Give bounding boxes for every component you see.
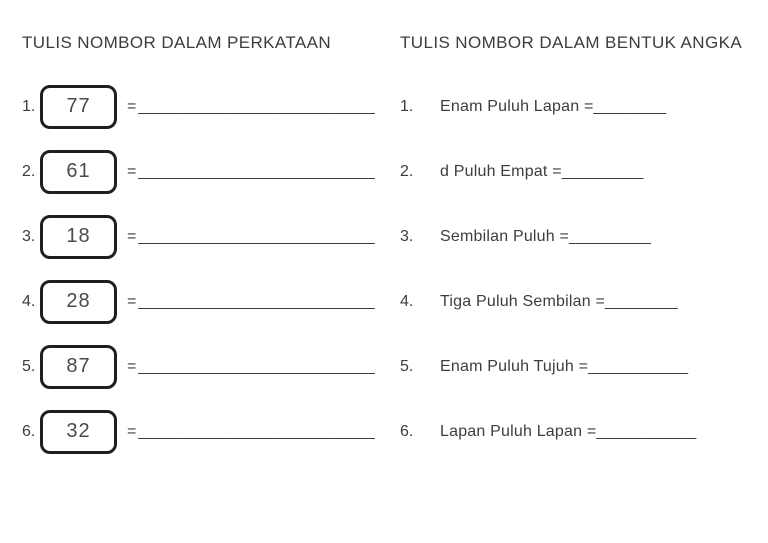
worksheet-row-right-3: 3. Sembilan Puluh = _________ — [400, 204, 750, 269]
equals-sign: = — [127, 292, 137, 310]
worksheet-row-right-1: 1. Enam Puluh Lapan = ________ — [400, 74, 750, 139]
item-number: 1. — [22, 97, 36, 115]
number-box: 87 — [40, 344, 117, 389]
item-number: 6. — [22, 422, 36, 440]
section-write-in-digits: TULIS NOMBOR DALAM BENTUK ANGKA 1. Enam … — [400, 33, 750, 464]
item-number: 5. — [22, 357, 36, 375]
answer-blank: __________________________ — [138, 162, 375, 180]
answer-blank: _________ — [569, 227, 651, 245]
section-header-right: TULIS NOMBOR DALAM BENTUK ANGKA — [400, 33, 743, 52]
equals-sign: = — [127, 227, 137, 245]
worksheet-row-right-6: 6. Lapan Puluh Lapan = ___________ — [400, 399, 750, 464]
number-words-label: Tiga Puluh Sembilan = — [440, 292, 606, 310]
worksheet-row-left-6: 6. 32 = __________________________ — [22, 399, 382, 464]
equals-sign: = — [127, 97, 137, 115]
number-box: 28 — [40, 279, 117, 324]
item-number: 4. — [400, 292, 414, 310]
box-number: 77 — [66, 95, 91, 117]
worksheet-row-left-1: 1. 77 = __________________________ — [22, 74, 382, 139]
worksheet-row-right-4: 4. Tiga Puluh Sembilan = ________ — [400, 269, 750, 334]
item-number: 4. — [22, 292, 36, 310]
number-words-label: Enam Puluh Lapan = — [440, 97, 594, 115]
item-number: 3. — [22, 227, 36, 245]
box-number: 18 — [66, 225, 91, 247]
left-rows: 1. 77 = __________________________ 2. 61… — [22, 74, 382, 464]
equals-sign: = — [127, 162, 137, 180]
item-number: 3. — [400, 227, 414, 245]
item-number: 2. — [400, 162, 414, 180]
answer-blank: __________________________ — [138, 97, 375, 115]
number-words-label: Enam Puluh Tujuh = — [440, 357, 589, 375]
answer-blank: ___________ — [596, 422, 697, 440]
box-number: 32 — [66, 420, 91, 442]
answer-blank: __________________________ — [138, 422, 375, 440]
worksheet-row-left-5: 5. 87 = __________________________ — [22, 334, 382, 399]
box-number: 61 — [66, 160, 91, 182]
section-header-left: TULIS NOMBOR DALAM PERKATAAN — [22, 33, 332, 52]
box-number: 87 — [66, 355, 91, 377]
right-rows: 1. Enam Puluh Lapan = ________ 2. d Pulu… — [400, 74, 750, 464]
number-box: 18 — [40, 214, 117, 259]
answer-blank: ________ — [593, 97, 667, 115]
equals-sign: = — [127, 422, 137, 440]
item-number: 1. — [400, 97, 414, 115]
answer-blank: ________ — [605, 292, 678, 310]
worksheet-row-right-2: 2. d Puluh Empat = _________ — [400, 139, 750, 204]
answer-blank: __________________________ — [138, 227, 375, 245]
equals-sign: = — [127, 357, 137, 375]
item-number: 5. — [400, 357, 414, 375]
worksheet-row-left-4: 4. 28 = __________________________ — [22, 269, 382, 334]
answer-blank: ___________ — [588, 357, 689, 375]
worksheet-row-left-3: 3. 18 = __________________________ — [22, 204, 382, 269]
box-number: 28 — [66, 290, 91, 312]
item-number: 2. — [22, 162, 36, 180]
section-write-in-words: TULIS NOMBOR DALAM PERKATAAN 1. 77 = ___… — [22, 33, 382, 464]
answer-blank: _________ — [561, 162, 644, 180]
worksheet-row-right-5: 5. Enam Puluh Tujuh = ___________ — [400, 334, 750, 399]
number-box: 77 — [40, 84, 117, 129]
number-box: 32 — [40, 409, 117, 454]
answer-blank: __________________________ — [138, 357, 375, 375]
number-words-label: Sembilan Puluh = — [440, 227, 570, 245]
worksheet-row-left-2: 2. 61 = __________________________ — [22, 139, 382, 204]
number-words-label: Lapan Puluh Lapan = — [440, 422, 597, 440]
answer-blank: __________________________ — [138, 292, 375, 310]
item-number: 6. — [400, 422, 414, 440]
number-words-label: d Puluh Empat = — [440, 162, 562, 180]
number-box: 61 — [40, 149, 117, 194]
